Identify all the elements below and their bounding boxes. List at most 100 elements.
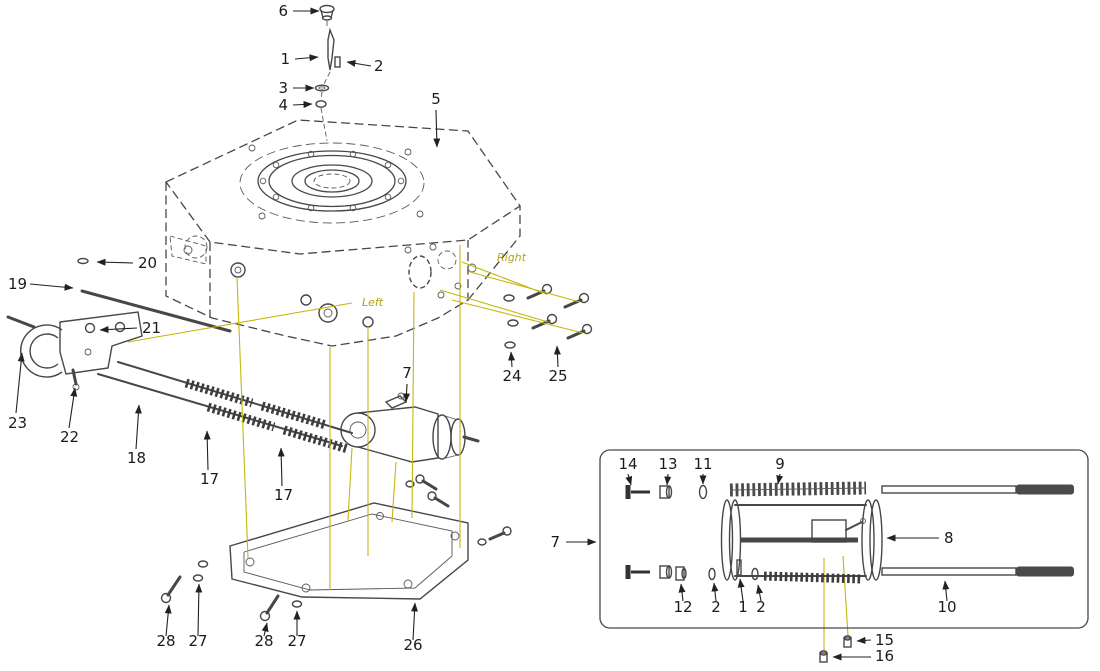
vent-cap-base xyxy=(321,15,333,21)
actuator-end-hole xyxy=(349,421,367,439)
transaxle-housing xyxy=(165,119,521,347)
bolt xyxy=(819,652,828,663)
axle-rod-tip xyxy=(1016,566,1074,577)
bolt-hole xyxy=(384,193,392,201)
leader-line xyxy=(451,299,584,334)
bolt-hole xyxy=(454,282,462,290)
bolt-hole xyxy=(114,321,126,333)
callout-17-a: 17 xyxy=(200,470,219,488)
screw-head xyxy=(427,491,437,501)
callout-arrow xyxy=(203,430,211,471)
inset-border xyxy=(599,449,1089,629)
bolt-hole xyxy=(272,193,280,201)
bolt-hole xyxy=(404,246,412,254)
bolt-hole xyxy=(258,212,266,220)
washer xyxy=(504,341,516,349)
leader-line xyxy=(347,447,353,521)
brake-rod-19 xyxy=(80,289,232,333)
washer xyxy=(507,319,519,327)
callout-arrow xyxy=(195,583,203,637)
callout-arrow xyxy=(711,582,719,602)
callout-arrow xyxy=(756,584,764,602)
bolt-hole xyxy=(437,291,445,299)
plug-face xyxy=(681,567,687,580)
callout-14: 14 xyxy=(618,455,637,473)
screw-shaft xyxy=(488,531,506,541)
spring-coil xyxy=(282,425,350,454)
base-plate-fold xyxy=(243,513,453,591)
plug xyxy=(659,565,670,579)
clamp-outer xyxy=(20,324,63,378)
post-22 xyxy=(71,368,78,386)
washer-hole xyxy=(318,86,326,90)
callout-arrow xyxy=(68,387,78,429)
housing-port-hole xyxy=(234,266,242,274)
plug-face xyxy=(665,485,673,499)
oring-part xyxy=(315,100,327,108)
axle-opening xyxy=(408,255,432,289)
bolt-hole xyxy=(416,210,424,218)
bolt-hole xyxy=(307,150,315,158)
spring-coil xyxy=(184,378,254,408)
bolt-hole xyxy=(349,204,357,212)
ring-gear-race xyxy=(268,154,396,208)
washer xyxy=(751,567,759,581)
housing-port-hole xyxy=(323,308,333,318)
bolt-hole xyxy=(259,177,267,185)
actuator-shaft xyxy=(462,435,480,443)
housing-boss xyxy=(184,235,208,259)
screw-shaft xyxy=(265,594,280,615)
screw-head xyxy=(502,526,512,536)
axle-rod xyxy=(881,567,1017,576)
callout-28-b: 28 xyxy=(254,632,273,650)
bolt xyxy=(843,637,852,648)
bolt-hole xyxy=(300,294,312,306)
callout-2-top: 2 xyxy=(374,57,384,75)
screw-head xyxy=(546,313,558,325)
washer xyxy=(405,480,415,488)
housing-edge-right xyxy=(467,206,521,301)
callout-24: 24 xyxy=(502,367,521,385)
plug xyxy=(659,485,670,499)
callout-arrow xyxy=(292,100,313,108)
leader-line xyxy=(127,302,353,343)
center-detail xyxy=(313,173,351,189)
callout-arrow xyxy=(346,59,372,67)
callout-2-inset-a: 2 xyxy=(711,598,721,616)
screw-shaft xyxy=(421,479,438,491)
callout-arrow xyxy=(261,622,269,637)
callout-arrow xyxy=(164,604,172,637)
spring-coil xyxy=(206,402,276,432)
mount-hole xyxy=(376,512,384,520)
leader-line xyxy=(469,271,581,303)
screw-head xyxy=(578,292,590,304)
ring-gear-inner xyxy=(291,164,373,198)
callout-arrow xyxy=(277,447,285,487)
callout-arrow xyxy=(856,636,872,644)
callout-10: 10 xyxy=(937,598,956,616)
right-port-label: Right xyxy=(497,251,527,264)
end-plate xyxy=(869,499,883,581)
pin-20 xyxy=(77,257,89,265)
washer xyxy=(698,484,708,500)
bolt-hole xyxy=(404,148,412,156)
side-port-labels: Right Left xyxy=(362,251,527,309)
housing-front-wall xyxy=(165,182,469,347)
callout-arrow xyxy=(99,326,138,334)
plug xyxy=(675,566,685,581)
actuator-cylinder-edge xyxy=(441,414,459,460)
screw-head xyxy=(160,592,172,604)
callout-22: 22 xyxy=(60,428,79,446)
screw-shaft xyxy=(166,575,182,597)
callout-9: 9 xyxy=(775,455,785,473)
mount-hole xyxy=(301,583,311,593)
bolt-hole xyxy=(84,322,96,334)
callout-13: 13 xyxy=(658,455,677,473)
callout-1-top: 1 xyxy=(280,50,290,68)
screw-head xyxy=(581,323,593,335)
callout-28-a: 28 xyxy=(156,632,175,650)
callout-5: 5 xyxy=(431,90,441,108)
leader-line xyxy=(236,276,249,559)
